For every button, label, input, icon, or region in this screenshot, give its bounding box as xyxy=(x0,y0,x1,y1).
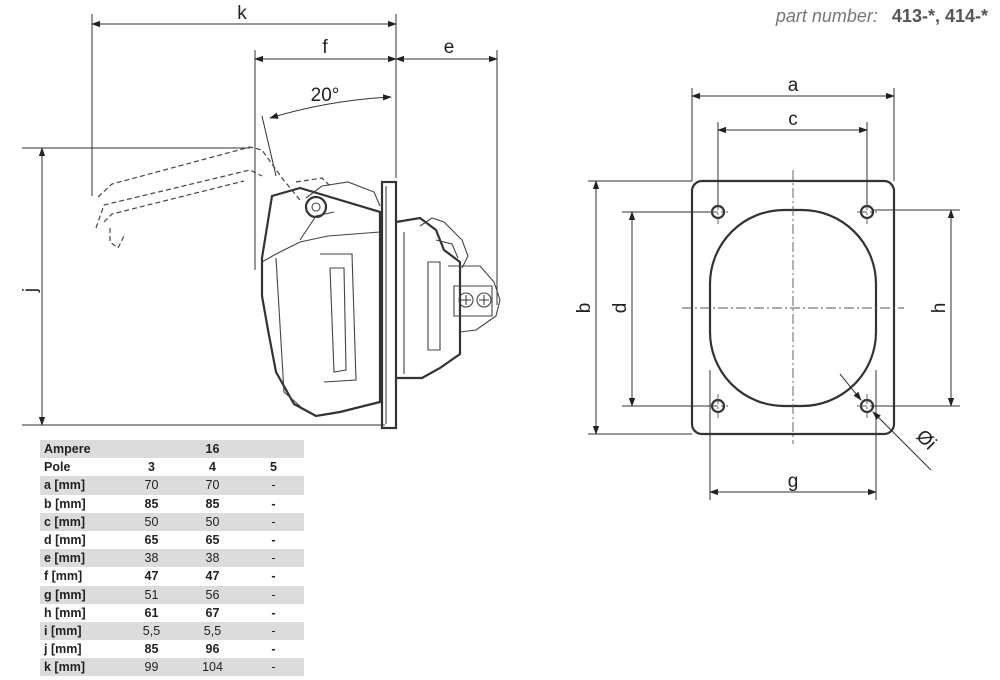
dim-label-b: b xyxy=(574,303,595,314)
cell-value: - xyxy=(243,658,304,677)
row-label: b [mm] xyxy=(40,494,121,513)
table-header-row: Ampere 16 xyxy=(40,440,304,459)
pole-value: 4 xyxy=(182,458,243,477)
row-label: f [mm] xyxy=(40,567,121,586)
cell-value: 99 xyxy=(121,658,182,677)
cell-value: - xyxy=(243,640,304,659)
cell-value: 70 xyxy=(182,476,243,495)
cell-value: 85 xyxy=(121,640,182,659)
cell-value: 38 xyxy=(121,549,182,568)
cell-value: 96 xyxy=(182,640,243,659)
cell-value: 5,5 xyxy=(182,621,243,641)
part-number: part number: 413-*, 414-* xyxy=(776,6,988,27)
cell-value: 65 xyxy=(121,530,182,550)
cell-value: 38 xyxy=(182,549,243,568)
row-label: g [mm] xyxy=(40,585,121,604)
cell-value: - xyxy=(243,476,304,495)
pole-value: 5 xyxy=(243,458,304,477)
ampere-value: 16 xyxy=(121,440,304,459)
dim-label-g: g xyxy=(788,471,799,492)
cell-value: 47 xyxy=(182,567,243,586)
row-label: e [mm] xyxy=(40,549,121,568)
cell-value: 47 xyxy=(121,567,182,586)
cell-value: 56 xyxy=(182,585,243,604)
dim-label-f: f xyxy=(322,37,328,58)
dim-label-c: c xyxy=(788,109,798,130)
part-number-value: 413-*, 414-* xyxy=(891,6,988,26)
cell-value: - xyxy=(243,585,304,604)
cell-value: 104 xyxy=(182,658,243,677)
cell-value: 65 xyxy=(182,530,243,550)
row-label: c [mm] xyxy=(40,512,121,531)
row-label: h [mm] xyxy=(40,603,121,622)
cell-value: 5,5 xyxy=(121,621,182,641)
cell-value: 50 xyxy=(121,512,182,531)
pole-label: Pole xyxy=(40,458,121,477)
cell-value: - xyxy=(243,512,304,531)
row-label: i [mm] xyxy=(40,621,121,641)
cell-value: - xyxy=(243,494,304,513)
dim-label-j: j xyxy=(20,288,41,293)
cell-value: 67 xyxy=(182,603,243,622)
cell-value: 51 xyxy=(121,585,182,604)
cell-value: 85 xyxy=(182,494,243,513)
dim-label-d: d xyxy=(610,303,631,314)
part-number-label: part number: xyxy=(775,6,878,26)
cell-value: - xyxy=(243,603,304,622)
row-label: k [mm] xyxy=(40,658,121,677)
dim-label-a: a xyxy=(788,75,799,96)
row-label: j [mm] xyxy=(40,640,121,659)
dim-label-e: e xyxy=(444,37,455,58)
cell-value: 61 xyxy=(121,603,182,622)
side-view: k f e j 20° xyxy=(20,3,501,430)
cell-value: 50 xyxy=(182,512,243,531)
cell-value: - xyxy=(243,621,304,641)
header-label: Ampere xyxy=(40,440,121,459)
cell-value: 70 xyxy=(121,476,182,495)
cell-value: - xyxy=(243,530,304,550)
pole-row: Pole 3 4 5 xyxy=(40,458,304,477)
row-label: d [mm] xyxy=(40,530,121,550)
dim-label-i: Øi xyxy=(912,426,940,454)
cell-value: - xyxy=(243,549,304,568)
row-label: a [mm] xyxy=(40,476,121,495)
cell-value: - xyxy=(243,567,304,586)
pole-value: 3 xyxy=(121,458,182,477)
angle-label: 20° xyxy=(311,85,340,106)
front-view: a c b d h g Øi xyxy=(574,75,960,500)
dim-label-h: h xyxy=(929,303,950,314)
dim-label-k: k xyxy=(237,3,247,24)
cell-value: 85 xyxy=(121,494,182,513)
